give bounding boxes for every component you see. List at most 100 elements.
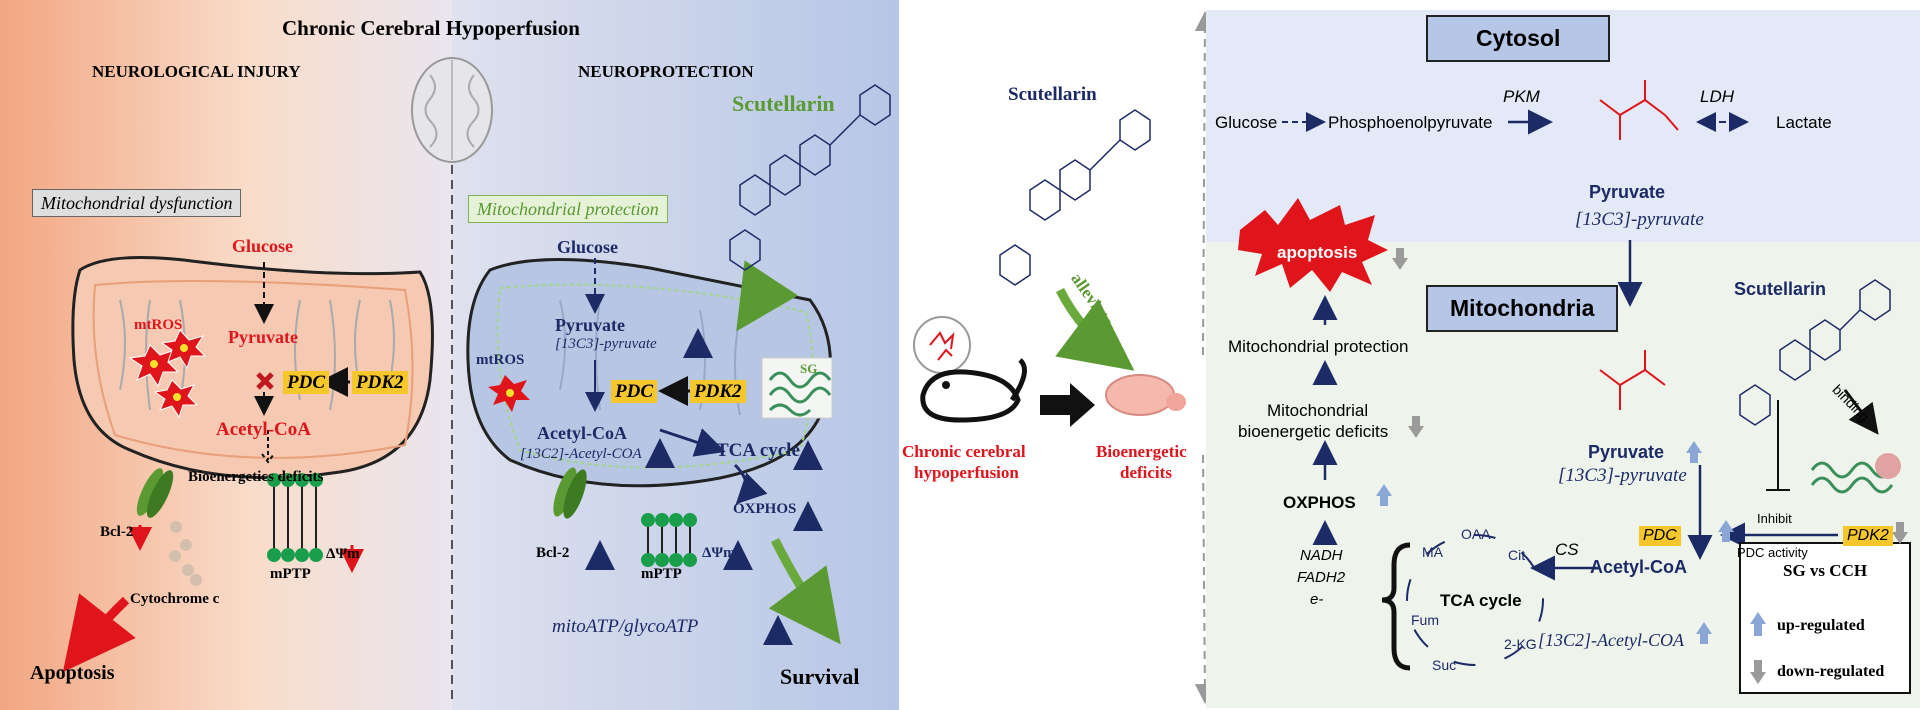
brain-organ-icon [1105, 374, 1186, 416]
oxphos-label-right: OXPHOS [1283, 493, 1356, 512]
tca-brace [1381, 542, 1411, 671]
sg-label: SG [800, 361, 818, 376]
mptp-label-right: mPTP [641, 566, 682, 582]
dpsi-label-left: ΔΨm [326, 546, 360, 562]
cytosol-box: Cytosol [1426, 15, 1611, 62]
bioenergetics-deficits-label: Bioenergetics deficits [188, 469, 324, 485]
legend-down-arrow-icon [1750, 660, 1766, 684]
legend-up-arrow-icon [1750, 612, 1766, 636]
bioenergetic-label-line2: deficits [1120, 463, 1172, 482]
mptp-label-left: mPTP [270, 566, 311, 582]
apoptosis-burst [1238, 198, 1388, 292]
cch-label-line2: hypoperfusion [914, 463, 1019, 482]
acetyl-coa-label-right: Acetyl-CoA [537, 423, 627, 443]
pyruvate-iso-label-right: [13C3]-pyruvate [555, 336, 657, 352]
mito-deficits-line2: bioenergetic deficits [1238, 422, 1389, 441]
scutellarin-structure-mid-icon [999, 109, 1151, 286]
pyruvate-iso-label-cytosol: [13C3]-pyruvate [1575, 209, 1704, 230]
mptp-icon-right [641, 513, 697, 567]
mito-deficits-line1: Mitochondrial [1267, 401, 1369, 420]
bcl2-icon-right [553, 467, 587, 519]
scutellarin-label-mid: Scutellarin [1008, 84, 1097, 105]
acetyl-coa-label-mito: Acetyl-CoA [1590, 557, 1688, 577]
ldh-label: LDH [1700, 87, 1735, 106]
protection-heading: NEUROPROTECTION [578, 62, 754, 81]
survival-label: Survival [780, 664, 860, 689]
tca-cycle-label-left: TCA cycle [716, 440, 800, 461]
injured-mitochondrion [71, 256, 434, 480]
cch-label-line1: Chronic cerebral [902, 442, 1026, 461]
tca-cycle-label-right: TCA cycle [1440, 591, 1522, 610]
pyruvate-structure-top [1599, 80, 1679, 140]
tca-node-cit: Cit [1508, 547, 1526, 563]
main-title: Chronic Cerebral Hypoperfusion [282, 16, 580, 40]
nadh-label: NADH [1300, 547, 1343, 564]
pyruvate-label-cytosol: Pyruvate [1589, 182, 1666, 202]
pdc-label-right: PDC [611, 380, 657, 403]
oxphos-label-left: OXPHOS [733, 501, 797, 517]
pdk2-protein-icon [1810, 453, 1901, 494]
pdk2-label-mito: PDK2 [1843, 526, 1893, 546]
pkm-label: PKM [1503, 87, 1540, 106]
pyruvate-iso-label-mito: [13C3]-pyruvate [1558, 465, 1687, 486]
pep-label: Phosphoenolpyruvate [1328, 113, 1493, 132]
mouse-icon [913, 316, 1027, 423]
acetyl-coa-label-left: Acetyl-CoA [216, 419, 311, 440]
dpsi-label-right: ΔΨm [702, 545, 736, 561]
legend-down-label: down-regulated [1777, 663, 1885, 680]
mitochondria-box: Mitochondria [1426, 285, 1619, 332]
glucose-label-right: Glucose [557, 237, 618, 257]
up-arrow-icons [585, 328, 823, 645]
bcl2-label-right: Bcl-2 [536, 545, 570, 561]
scutellarin-structure-icon [729, 84, 891, 271]
mtros-label-left: mtROS [134, 317, 183, 333]
scutellarin-label-left: Scutellarin [732, 91, 835, 116]
sg-protein-icon [761, 357, 833, 419]
pdk2-label-left: PDK2 [352, 371, 408, 394]
protection-label-box: Mitochondrial protection [468, 195, 668, 223]
lactate-label: Lactate [1776, 113, 1832, 132]
acetyl-iso-label-right: [13C2]-Acetyl-COA [520, 446, 642, 462]
dysfunction-label-box: Mitochondrial dysfunction [32, 189, 242, 217]
legend-up-label: up-regulated [1777, 617, 1865, 634]
scutellarin-label-right: Scutellarin [1734, 279, 1827, 299]
mtros-burst-small-icon [488, 375, 530, 412]
mtros-label-right: mtROS [476, 352, 525, 368]
legend-box [1739, 542, 1911, 694]
pdk2-label-right: PDK2 [690, 380, 746, 403]
tca-cycle-ring [1406, 534, 1544, 666]
pyruvate-label-left: Pyruvate [228, 327, 298, 347]
injury-heading: NEUROLOGICAL INJURY [92, 62, 301, 81]
tca-node-2kg: 2-KG [1504, 636, 1537, 652]
cause-arrow [1040, 383, 1095, 427]
glucose-label-cytosol: Glucose [1215, 113, 1278, 132]
blocked-x-icon [256, 372, 274, 390]
legend-title: SG vs CCH [1783, 561, 1868, 580]
alleviate-arrow [1055, 287, 1135, 371]
pyruvate-label-mito: Pyruvate [1588, 442, 1665, 462]
pdc-label-left: PDC [283, 371, 329, 394]
fadh2-label: FADH2 [1297, 569, 1346, 586]
apoptosis-label-left: Apoptosis [30, 662, 115, 684]
cs-label: CS [1555, 540, 1579, 559]
mptp-icon [267, 473, 323, 562]
atp-ratio-label: mitoATP/glycoATP [552, 616, 699, 637]
inhibit-label-line2: PDC activity [1737, 545, 1808, 560]
right-down-arrow-icons [1392, 248, 1908, 544]
brain-icon [411, 57, 493, 163]
pdc-label-mito: PDC [1639, 526, 1681, 546]
inhibit-label-line1: Inhibit [1757, 511, 1792, 526]
bcl2-icon [136, 468, 174, 518]
cytochrome-c-label: Cytochrome c [130, 591, 220, 607]
bioenergetic-label-line1: Bioenergetic [1096, 442, 1187, 461]
tca-node-fum: Fum [1411, 612, 1439, 628]
apoptosis-label-right: apoptosis [1277, 243, 1358, 262]
tca-node-oaa: OAA [1461, 526, 1491, 542]
right-up-arrow-icons [1376, 441, 1734, 644]
survival-arrow [768, 537, 841, 645]
apoptosis-arrow [62, 593, 136, 673]
acetyl-iso-label-mito: [13C2]-Acetyl-COA [1538, 630, 1684, 650]
cytochrome-dots [169, 521, 202, 586]
